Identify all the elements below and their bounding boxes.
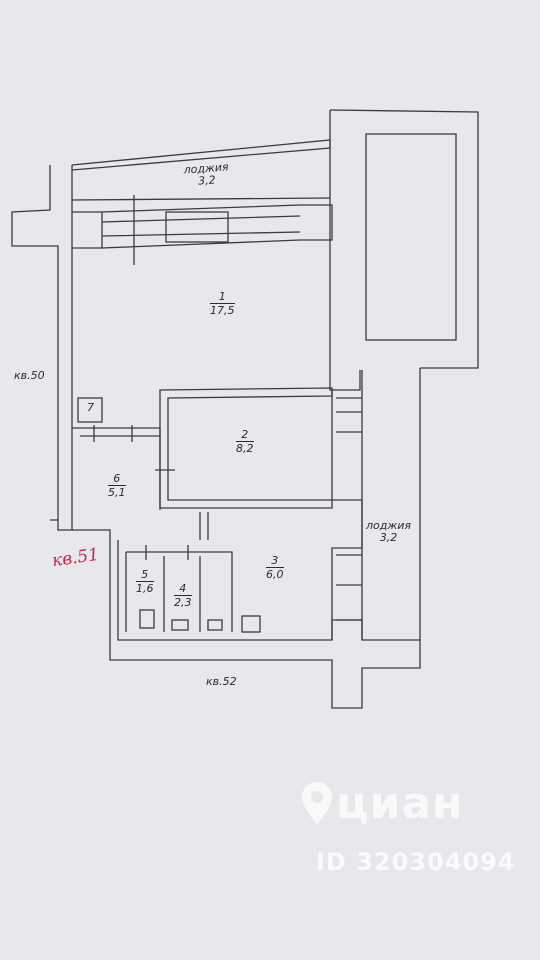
bath-walls: [125, 551, 233, 632]
room-2-walls: [159, 387, 333, 509]
right-block-inner-wall: [329, 110, 361, 391]
room-7-box: [77, 397, 103, 423]
fixture-4a: [171, 619, 189, 631]
watermark-brand: циан: [336, 778, 464, 829]
window-top-frame: [165, 211, 229, 243]
room-6-label: 6 5,1: [108, 472, 126, 499]
loggia-right-window: [336, 397, 362, 621]
window-top-left: [101, 204, 301, 249]
room-5-label: 5 1,6: [136, 568, 154, 595]
wall-left-bottom: [50, 519, 73, 531]
wall-bottom-left: [72, 529, 421, 709]
watermark-id: ID 320304094: [316, 848, 516, 876]
fixture-4b: [207, 619, 223, 631]
wall-top: [72, 211, 103, 249]
loggia-top-rail: [71, 197, 331, 201]
right-block-inner: [365, 133, 457, 341]
wall-top-right: [300, 204, 333, 241]
room-3-label: 3 6,0: [266, 554, 284, 581]
room-1-bottom-wall: [72, 427, 161, 437]
wall-left-outer: [11, 165, 59, 520]
neighbor-left-label: кв.50: [14, 369, 45, 382]
loggia-top-label: лоджия 3,2: [183, 160, 229, 188]
room-1-label: 1 17,5: [210, 290, 235, 317]
room-7-label: 7: [87, 401, 94, 414]
fixture-3: [241, 615, 261, 633]
loggia-right-label: лоджия 3,2: [366, 519, 412, 544]
sink-5: [139, 609, 155, 629]
neighbor-bottom-label: кв.52: [206, 675, 237, 688]
right-block-outer: [329, 109, 479, 369]
room-4-label: 4 2,3: [174, 582, 192, 609]
door-mark-6: [93, 425, 209, 560]
room-2-label: 2 8,2: [236, 428, 254, 455]
wall-right-lower: [331, 390, 363, 640]
location-pin-icon: [302, 782, 332, 824]
